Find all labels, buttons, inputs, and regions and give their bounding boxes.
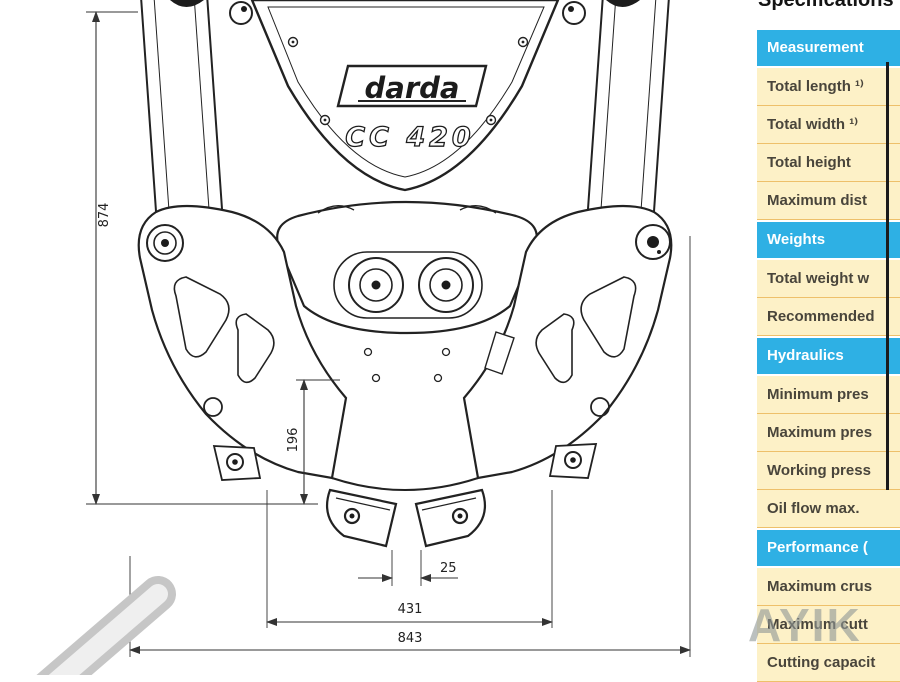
spec-row-maximum-cutting: Maximum cutt bbox=[757, 606, 900, 644]
spec-row-total-length: Total length ¹⁾ bbox=[757, 68, 900, 106]
spec-section-measurement: Measurement bbox=[757, 28, 900, 68]
technical-drawing-area: darda CC 420 bbox=[28, 0, 691, 682]
spec-row-total-width: Total width ¹⁾ bbox=[757, 106, 900, 144]
spec-section-performance: Performance ( bbox=[757, 528, 900, 568]
spec-row-minimum-pressure: Minimum pres bbox=[757, 376, 900, 414]
dim-jaw-height: 196 bbox=[286, 428, 301, 453]
spec-row-total-weight: Total weight w bbox=[757, 260, 900, 298]
spec-section-weights: Weights bbox=[757, 220, 900, 260]
pivot-pins bbox=[348, 257, 474, 313]
dimension-annotations: 874 196 25 431 843 bbox=[86, 11, 691, 657]
left-rod-end-icon bbox=[229, 1, 253, 25]
spec-row-working-pressure: Working press bbox=[757, 452, 900, 490]
table-column-divider bbox=[886, 62, 889, 490]
dim-jaw-opening: 431 bbox=[398, 602, 423, 617]
spec-panel-title: Specifications bbox=[758, 0, 894, 11]
left-hydraulic-cylinder bbox=[139, 0, 224, 239]
spec-table: Measurement Total length ¹⁾ Total width … bbox=[757, 28, 900, 682]
brand-text: darda bbox=[365, 71, 460, 105]
right-cylinder-cap bbox=[606, 0, 640, 7]
crusher-teeth bbox=[326, 488, 486, 548]
spec-row-maximum-crushing: Maximum crus bbox=[757, 568, 900, 606]
spec-row-maximum-dist: Maximum dist bbox=[757, 182, 900, 220]
left-cylinder-cap bbox=[170, 0, 204, 7]
right-hydraulic-cylinder bbox=[586, 0, 671, 239]
left-pivot-ring-icon bbox=[146, 224, 184, 262]
dim-total-height: 874 bbox=[97, 203, 112, 228]
technical-drawing: darda CC 420 bbox=[28, 0, 691, 682]
brand-logo: darda bbox=[336, 64, 488, 108]
spec-row-recommended: Recommended bbox=[757, 298, 900, 336]
model-text: CC 420 bbox=[345, 122, 474, 153]
spec-row-oil-flow: Oil flow max. bbox=[757, 490, 900, 528]
watermark: AYIK bbox=[748, 599, 862, 651]
spec-row-maximum-pressure: Maximum pres bbox=[757, 414, 900, 452]
corner-ribbon bbox=[28, 576, 176, 682]
dim-total-width: 843 bbox=[398, 631, 423, 646]
jaw-screws bbox=[363, 347, 451, 383]
right-pivot-ring-icon bbox=[635, 224, 671, 260]
dim-tip-gap: 25 bbox=[440, 561, 457, 576]
right-rod-end-icon bbox=[562, 1, 586, 25]
spec-section-hydraulics: Hydraulics bbox=[757, 336, 900, 376]
spec-row-total-height: Total height bbox=[757, 144, 900, 182]
